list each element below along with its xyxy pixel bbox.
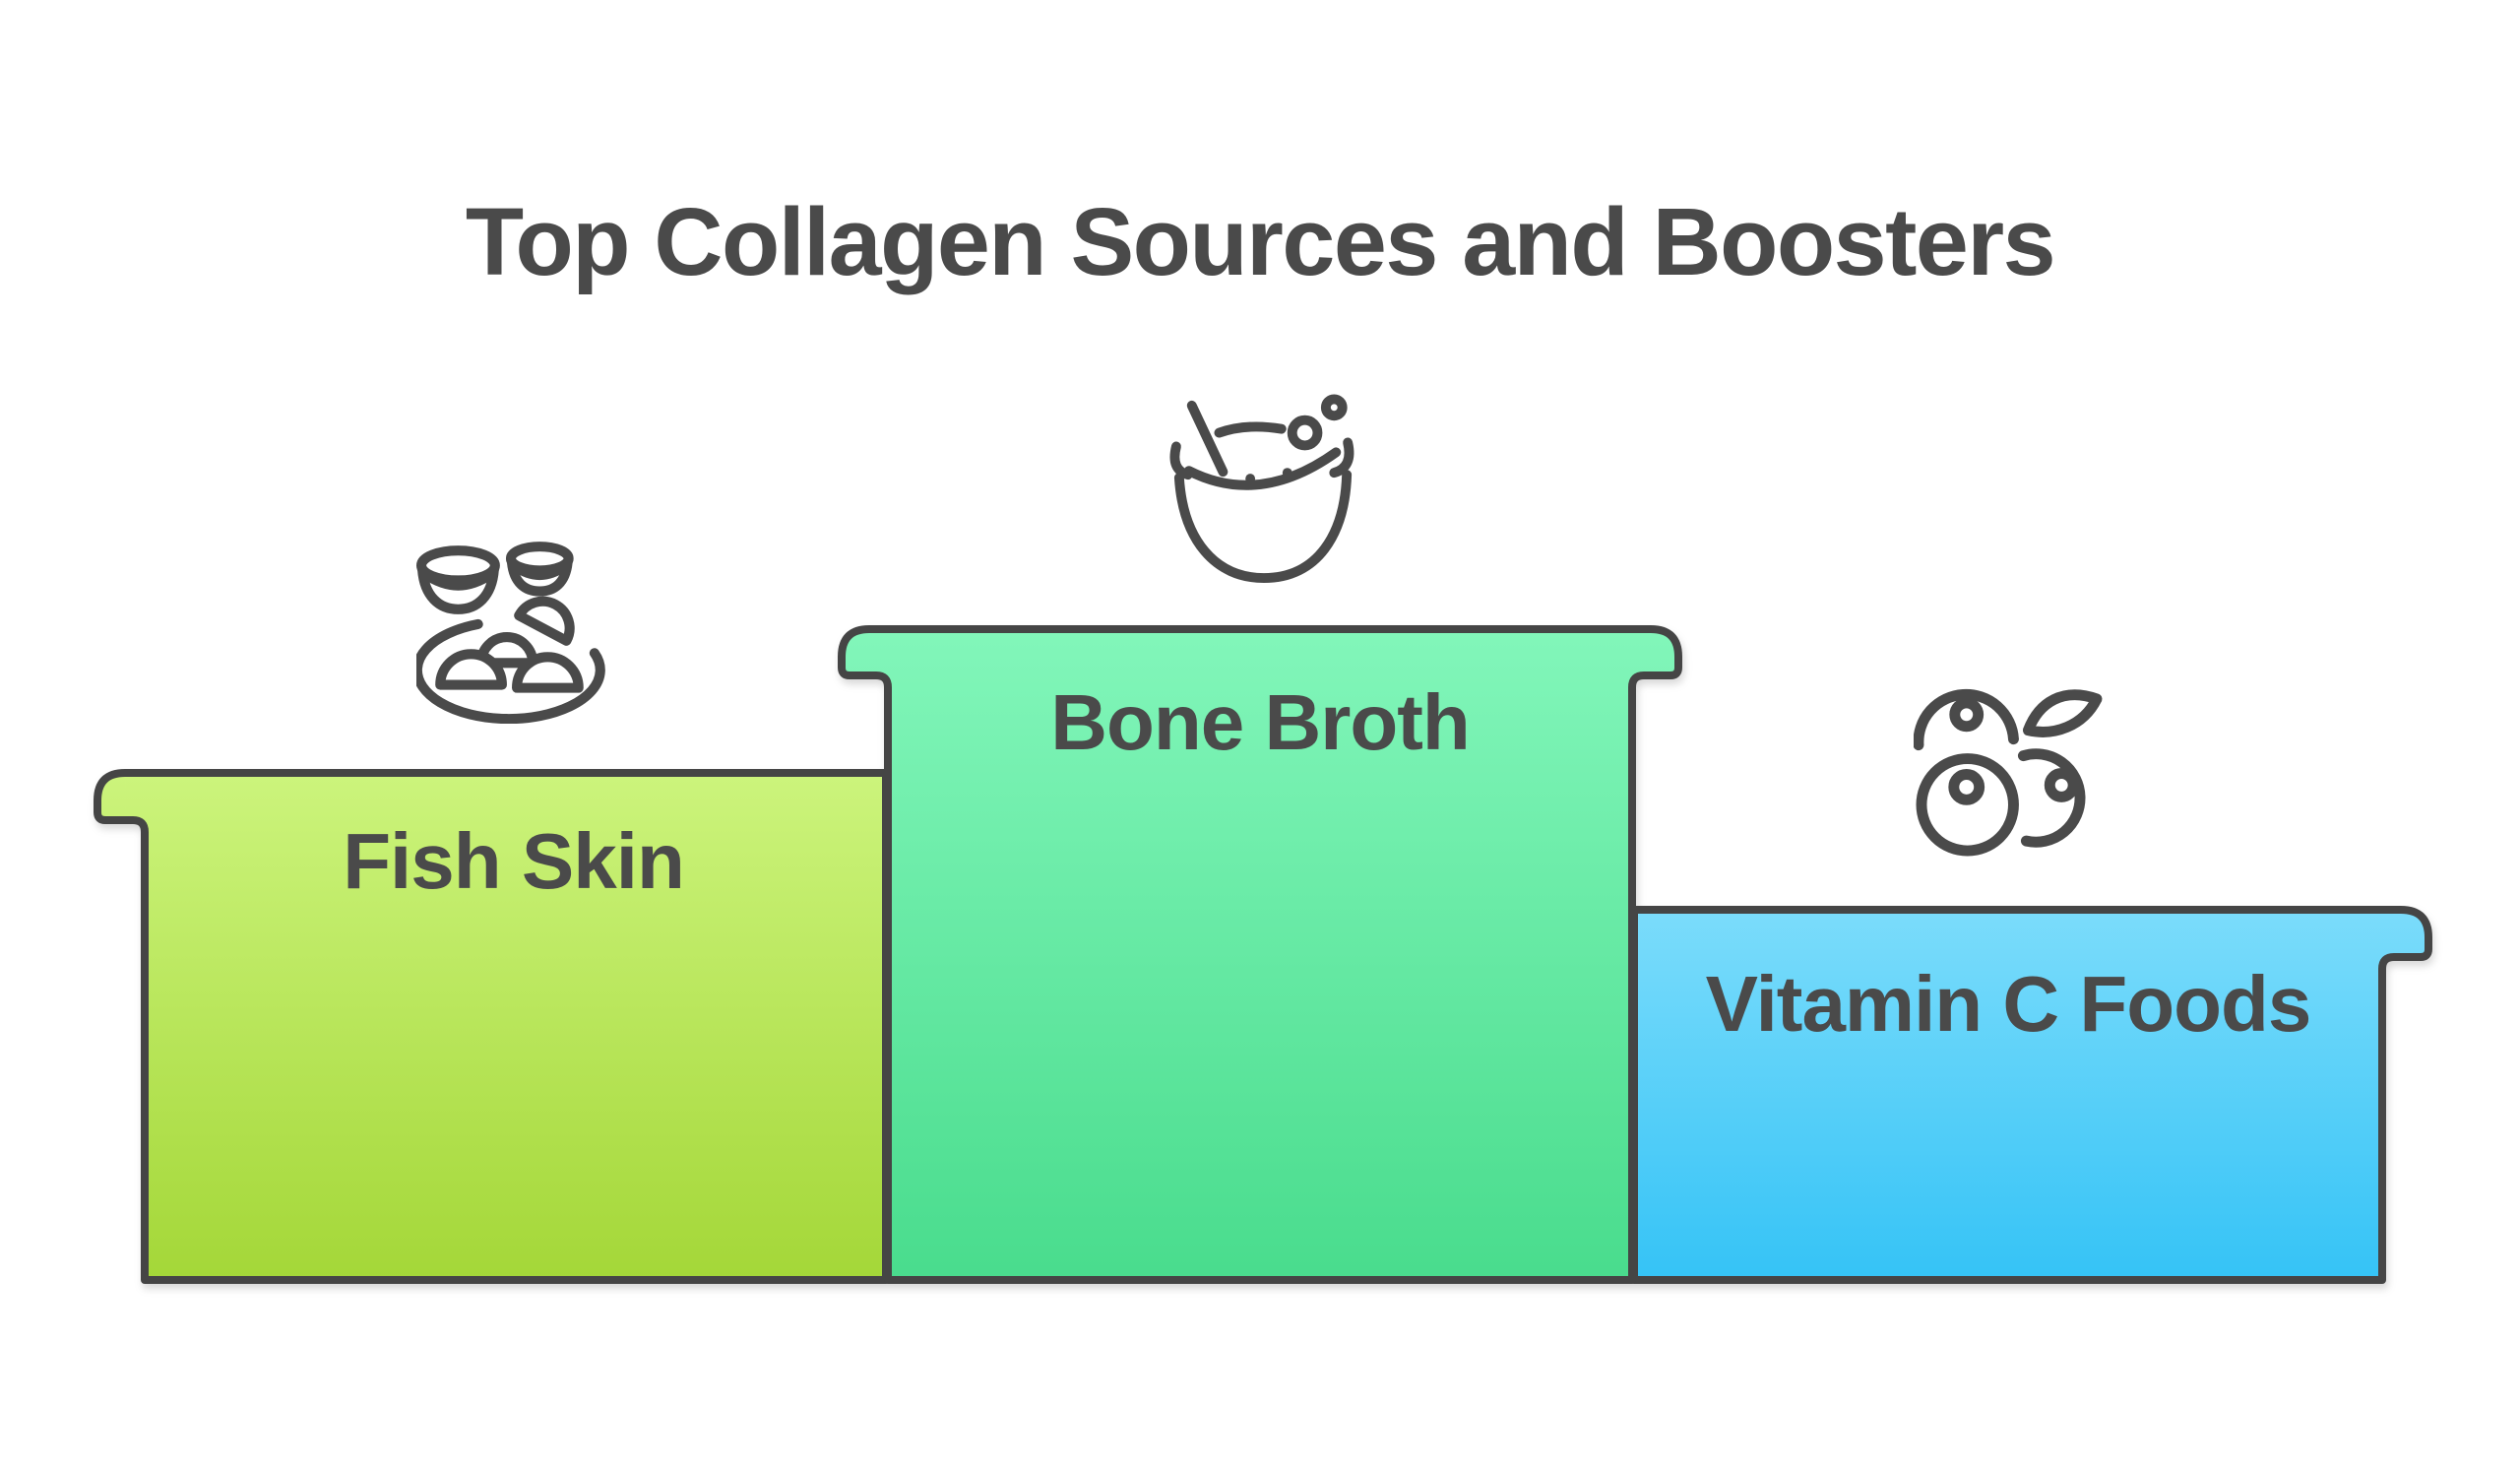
step-label-fish-skin: Fish Skin xyxy=(343,817,685,905)
podium-step-vitamin-c xyxy=(1630,906,2432,1284)
berries-icon xyxy=(1914,679,2105,861)
podium-step-bone-broth xyxy=(838,625,1682,1284)
page-title: Top Collagen Sources and Boosters xyxy=(465,188,2056,295)
step-label-vitamin-c-foods: Vitamin C Foods xyxy=(1705,960,2312,1048)
podium-step-fish-skin xyxy=(94,769,890,1284)
dumpling-plate-icon xyxy=(416,535,605,724)
step-label-bone-broth: Bone Broth xyxy=(1050,678,1471,766)
soup-bowl-icon xyxy=(1166,392,1361,587)
